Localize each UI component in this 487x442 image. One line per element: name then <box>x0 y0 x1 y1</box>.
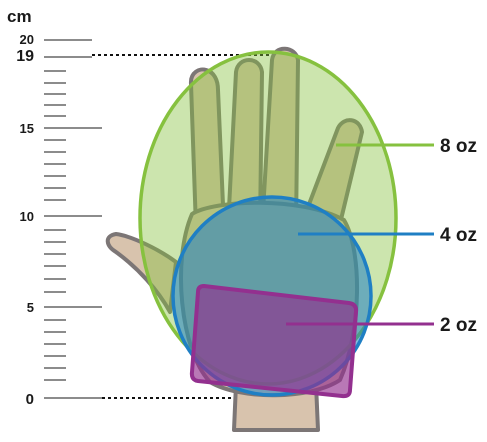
label-8oz: 8 oz <box>440 136 477 157</box>
ruler <box>44 40 102 398</box>
ruler-label-19: 19 <box>16 48 34 65</box>
ruler-label-15: 15 <box>20 121 34 136</box>
ruler-label-5: 5 <box>27 300 34 315</box>
ruler-label-0: 0 <box>26 391 34 408</box>
ruler-unit-label: cm <box>7 7 32 26</box>
ruler-label-10: 10 <box>20 209 34 224</box>
label-2oz: 2 oz <box>440 315 477 336</box>
ruler-label-20: 20 <box>20 32 34 47</box>
size-2oz-rect <box>192 286 356 396</box>
label-4oz: 4 oz <box>440 225 477 246</box>
